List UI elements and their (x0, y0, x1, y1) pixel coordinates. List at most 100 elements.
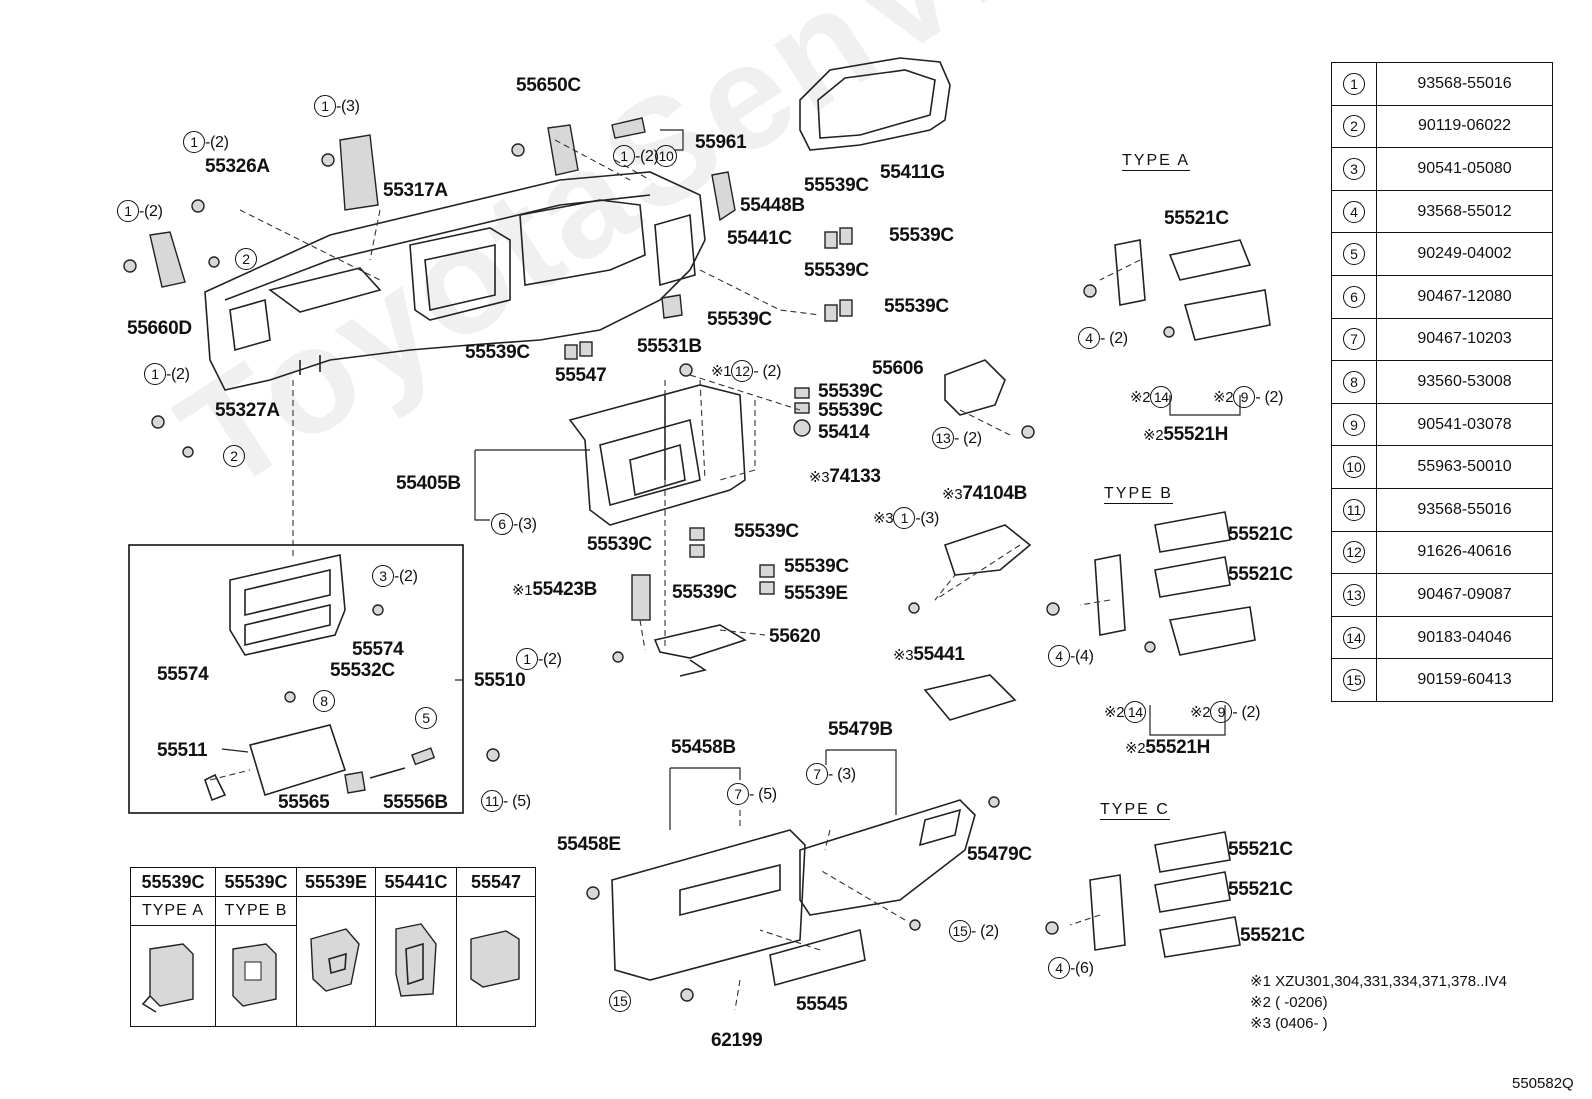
leader-lines (209, 139, 1141, 1011)
legend-ref-number: 4 (1343, 200, 1365, 223)
label-55539c-11: 55539C (784, 556, 849, 577)
legend-ref-number: 7 (1343, 328, 1365, 351)
callout-1-qty-55650c: 1-(2) (613, 145, 659, 167)
label-55961: 55961 (695, 132, 747, 153)
callout-4-a: 4- (2) (1078, 327, 1128, 349)
callout-1-55327a: 1-(2) (144, 363, 190, 385)
legend-ref: 11 (1331, 487, 1377, 532)
callout-15-a: 15- (2) (949, 920, 999, 942)
tray-55441-drawing (923, 674, 1017, 721)
label-55539e: 55539E (784, 583, 848, 604)
legend-part-number: 90467-12080 (1376, 274, 1553, 319)
legend-ref-number: 8 (1343, 370, 1365, 393)
drawing-code: 550582Q (1512, 1075, 1574, 1092)
label-55650c: 55650C (516, 75, 581, 96)
legend-part-number: 90467-09087 (1376, 573, 1553, 617)
label-55660d: 55660D (127, 318, 192, 339)
legend-ref: 2 (1331, 104, 1377, 149)
bracket-74104b-drawing (943, 524, 1032, 576)
legend-ref-number: 5 (1343, 243, 1365, 266)
legend-part-number: 90159-60413 (1376, 658, 1553, 702)
center-cluster-drawing (568, 384, 746, 526)
label-55423b: ※155423B (512, 579, 598, 600)
legend-ref: 7 (1331, 317, 1377, 362)
legend-ref: 9 (1331, 402, 1377, 447)
callout-1-55317a: 1-(3) (314, 95, 360, 117)
label-55448b: 55448B (740, 195, 805, 216)
legend-part-number: 55963-50010 (1376, 445, 1553, 489)
legend-ref: 8 (1331, 360, 1377, 404)
switch-drawings (149, 117, 853, 621)
legend-row: 15 90159-60413 (1331, 658, 1553, 702)
lower-panel-drawing (611, 799, 976, 987)
instrument-panel-drawing (204, 171, 706, 391)
label-55479c: 55479C (967, 844, 1032, 865)
legend-ref-number: 14 (1343, 626, 1365, 649)
label-55531b: 55531B (637, 336, 702, 357)
part-55539c-type-b-icon (232, 942, 277, 1007)
callout-1-55620: 1-(2) (516, 648, 562, 670)
legend-ref-number: 12 (1343, 541, 1365, 564)
legend-ref-number: 3 (1343, 157, 1365, 180)
label-55539c-9: 55539C (734, 521, 799, 542)
label-55327a: 55327A (215, 400, 280, 421)
callout-1-55660d: 1-(2) (117, 200, 163, 222)
label-55521c-c2: 55521C (1228, 879, 1293, 900)
legend-ref: 14 (1331, 615, 1377, 660)
table-cell-55547 (456, 896, 536, 1027)
label-55521h-a: ※255521H (1143, 424, 1229, 445)
table-header: 55539C (215, 867, 297, 897)
callout-10: 10 (655, 145, 677, 167)
legend-ref: 6 (1331, 274, 1377, 319)
legend-ref-number: 13 (1343, 583, 1365, 606)
label-55539c-8: 55539C (818, 400, 883, 421)
label-55521c-b1: 55521C (1228, 524, 1293, 545)
label-55532c: 55532C (330, 660, 395, 681)
label-55539c-1: 55539C (804, 175, 869, 196)
legend-part-number: 93568-55012 (1376, 189, 1553, 234)
table-header: 55539E (296, 867, 376, 897)
callout-15-b: 15 (609, 990, 631, 1012)
legend-ref: 10 (1331, 445, 1377, 489)
table-cell-55539c-type-a (130, 925, 216, 1027)
small-parts-table: 55539C 55539C 55539E 55441C 55547 TYPE A… (130, 867, 536, 1027)
legend-ref-number: 15 (1343, 669, 1365, 692)
label-55539c-6: 55539C (465, 342, 530, 363)
label-55510: 55510 (474, 670, 526, 691)
note-3: ※3 (0406- ) (1250, 1015, 1328, 1032)
label-62199: 62199 (711, 1030, 763, 1051)
label-55547: 55547 (555, 365, 607, 386)
legend-ref-number: 10 (1343, 456, 1365, 479)
label-55556b: 55556B (383, 792, 448, 813)
part-55441c-icon (395, 923, 437, 997)
callout-4-c: 4-(6) (1048, 957, 1094, 979)
legend-ref: 3 (1331, 147, 1377, 191)
bracket-55620-drawing (653, 624, 747, 677)
legend-ref-number: 1 (1343, 72, 1365, 95)
label-55458b: 55458B (671, 737, 736, 758)
callout-2-a: 2 (235, 248, 257, 270)
label-55511: 55511 (157, 740, 208, 761)
label-55317a: 55317A (383, 180, 448, 201)
part-55547-icon (470, 930, 520, 988)
table-cell-55441c (375, 896, 457, 1027)
label-55521c-c1: 55521C (1228, 839, 1293, 860)
label-55521c-b2: 55521C (1228, 564, 1293, 585)
type-c-heading: TYPE C (1100, 801, 1170, 820)
callout-13: 13- (2) (932, 427, 982, 449)
callout-8: 8 (313, 690, 335, 712)
callout-5: 5 (415, 707, 437, 729)
label-74133: ※374133 (809, 466, 881, 487)
callout-4-b: 4-(4) (1048, 645, 1094, 667)
cup-holder-drawings (1089, 239, 1271, 958)
